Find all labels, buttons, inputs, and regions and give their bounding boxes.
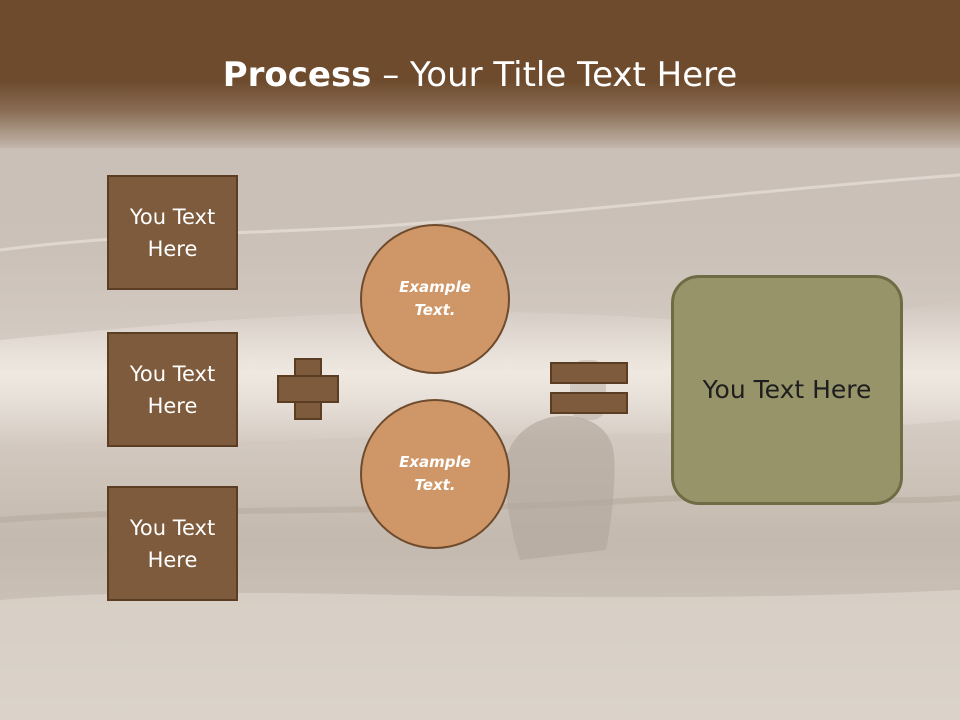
text-box-1[interactable]: You Text Here: [107, 175, 238, 290]
equals-sign-top-bar: [550, 362, 628, 384]
result-box[interactable]: You Text Here: [671, 275, 903, 505]
example-circle-2[interactable]: Example Text.: [360, 399, 510, 549]
text-box-2[interactable]: You Text Here: [107, 332, 238, 447]
text-box-3[interactable]: You Text Here: [107, 486, 238, 601]
equals-sign-bottom-bar: [550, 392, 628, 414]
title-bar: [0, 0, 960, 148]
slide-title[interactable]: Process – Your Title Text Here: [0, 52, 960, 98]
example-circle-1[interactable]: Example Text.: [360, 224, 510, 374]
plus-sign-horizontal: [277, 375, 339, 403]
title-rest: – Your Title Text Here: [371, 55, 738, 95]
title-bold: Process: [222, 55, 372, 95]
